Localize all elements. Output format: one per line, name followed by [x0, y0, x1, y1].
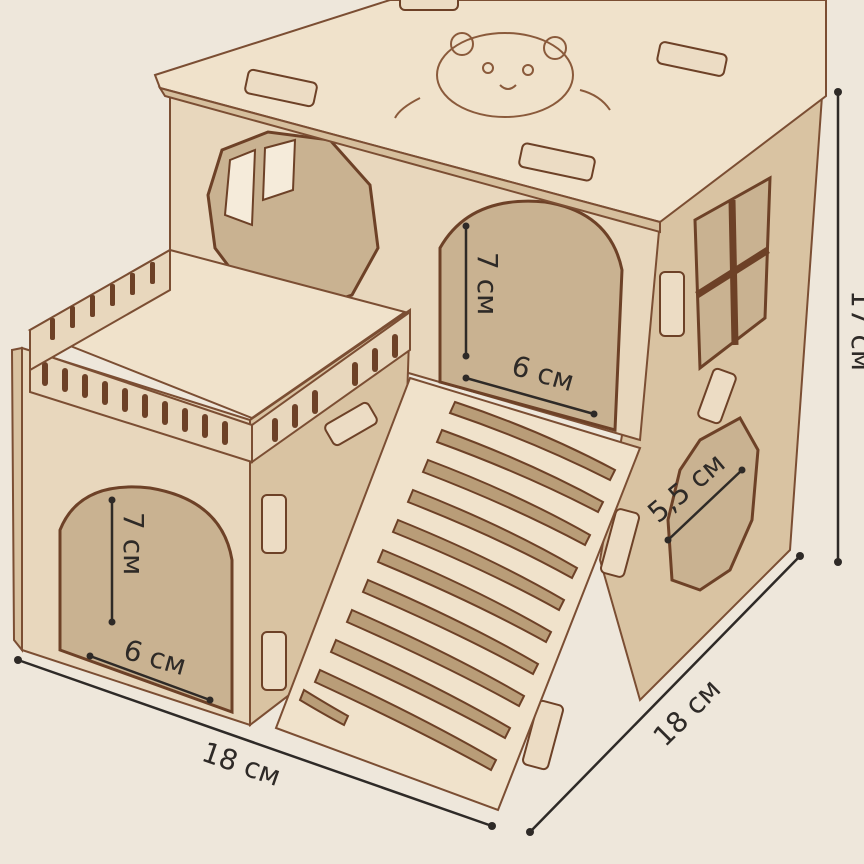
roof-tab [399, 0, 459, 11]
depth-dimension-line [529, 555, 801, 833]
wall-tab [599, 508, 641, 578]
wall-tab [261, 631, 287, 691]
balcony-railing-right [251, 310, 411, 464]
roof-tab [244, 68, 318, 108]
lower-door-height-label: 7 см [117, 512, 150, 575]
wall-tab [659, 271, 685, 337]
roof-tab [656, 41, 728, 77]
lower-left-side [10, 346, 23, 653]
roof-tab [518, 142, 596, 182]
hamster-engraving [394, 32, 611, 119]
balcony-railing-left [29, 248, 171, 372]
upper-arched-door [438, 199, 624, 432]
upper-door-width-line [465, 376, 595, 416]
side-hole-dimension-line [667, 469, 743, 541]
width-dimension-line [17, 658, 493, 828]
lower-arched-door [58, 485, 234, 715]
wall-tab [522, 699, 564, 771]
wall-tab [697, 367, 737, 425]
side-window [693, 175, 772, 371]
wall-tab [261, 494, 287, 554]
wooden-hamster-house [10, 0, 827, 812]
wall-tab [324, 401, 378, 447]
upper-door-height-label: 7 см [471, 252, 504, 315]
height-label: 17 см [845, 290, 864, 371]
side-round-hole [666, 415, 760, 592]
ramp [274, 376, 642, 812]
lower-door-width-line [89, 654, 211, 702]
balcony-railing-front [29, 348, 253, 464]
